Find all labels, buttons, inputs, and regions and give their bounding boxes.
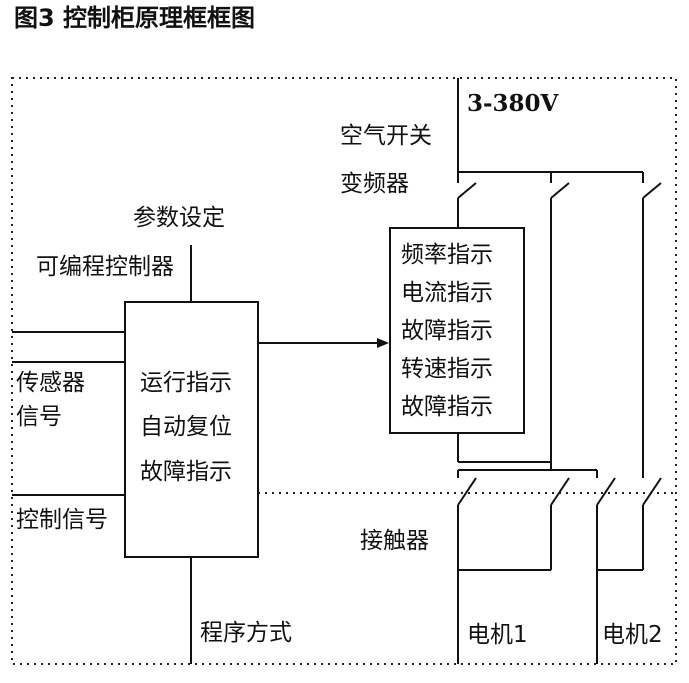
- plc-box-line-3: 故障指示: [140, 459, 232, 485]
- contactor-switch-3: [596, 477, 616, 506]
- inverter-box: [389, 227, 525, 434]
- program-mode-label: 程序方式: [200, 620, 292, 646]
- contactor-switch-2: [550, 477, 570, 506]
- switch-2: [550, 182, 570, 199]
- cabinet-boundary: [11, 77, 677, 665]
- plc-box: [124, 301, 259, 558]
- contactor-switch-1: [457, 477, 477, 506]
- control-signal-label: 控制信号: [16, 507, 108, 533]
- sensor-label: 传感器: [16, 370, 85, 396]
- inverter-label: 变频器: [340, 171, 409, 197]
- diagram-title: 图3 控制柜原理框框图: [14, 4, 256, 32]
- inverter-box-line-1: 频率指示: [401, 242, 493, 268]
- inverter-box-line-2: 电流指示: [401, 280, 493, 306]
- motor1-label: 电机1: [467, 622, 528, 648]
- switch-3: [642, 182, 662, 199]
- motor2-label: 电机2: [602, 622, 663, 648]
- signal-label: 信号: [16, 404, 62, 430]
- inverter-box-line-3: 故障指示: [401, 318, 493, 344]
- contactor-label: 接触器: [360, 528, 429, 554]
- param-setting-label: 参数设定: [133, 205, 225, 231]
- plc-box-line-1: 运行指示: [140, 370, 232, 396]
- inverter-box-line-5: 故障指示: [401, 394, 493, 420]
- supply-label: 3-380V: [467, 90, 559, 117]
- inverter-box-line-4: 转速指示: [401, 356, 493, 382]
- air-switch-label: 空气开关: [340, 123, 432, 149]
- arrow-head: [377, 338, 389, 348]
- plc-label: 可编程控制器: [36, 254, 174, 280]
- contactor-switch-4: [642, 477, 662, 506]
- plc-box-line-2: 自动复位: [140, 414, 232, 440]
